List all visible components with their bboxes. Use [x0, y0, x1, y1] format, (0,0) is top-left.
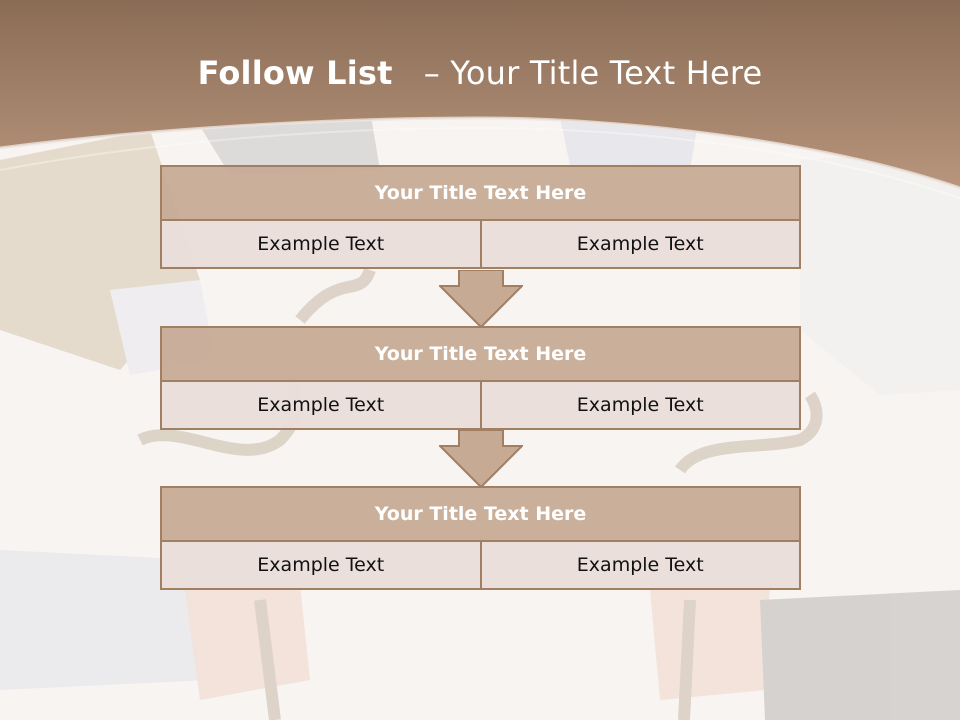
step-3-left-text: Example Text — [160, 542, 482, 590]
step-1-right-text: Example Text — [481, 221, 801, 269]
step-3-right-text: Example Text — [481, 542, 801, 590]
step-title-3: Your Title Text Here — [160, 486, 801, 542]
slide-title-rest: – Your Title Text Here — [423, 54, 763, 92]
slide-title-bold: Follow List — [197, 54, 393, 92]
hands-pulling-rope-image — [0, 110, 960, 720]
step-row-3: Example Text Example Text — [160, 542, 801, 590]
step-box-1: Your Title Text Here Example Text Exampl… — [160, 165, 801, 269]
step-2-right-text: Example Text — [481, 382, 801, 430]
slide-title: Follow List – Your Title Text Here — [0, 54, 960, 92]
step-1-left-text: Example Text — [160, 221, 482, 269]
down-arrow-icon — [439, 270, 523, 328]
step-title-2: Your Title Text Here — [160, 326, 801, 382]
step-box-2: Your Title Text Here Example Text Exampl… — [160, 326, 801, 430]
step-row-2: Example Text Example Text — [160, 382, 801, 430]
down-arrow-icon — [439, 430, 523, 488]
step-box-3: Your Title Text Here Example Text Exampl… — [160, 486, 801, 590]
step-row-1: Example Text Example Text — [160, 221, 801, 269]
step-title-1: Your Title Text Here — [160, 165, 801, 221]
step-2-left-text: Example Text — [160, 382, 482, 430]
